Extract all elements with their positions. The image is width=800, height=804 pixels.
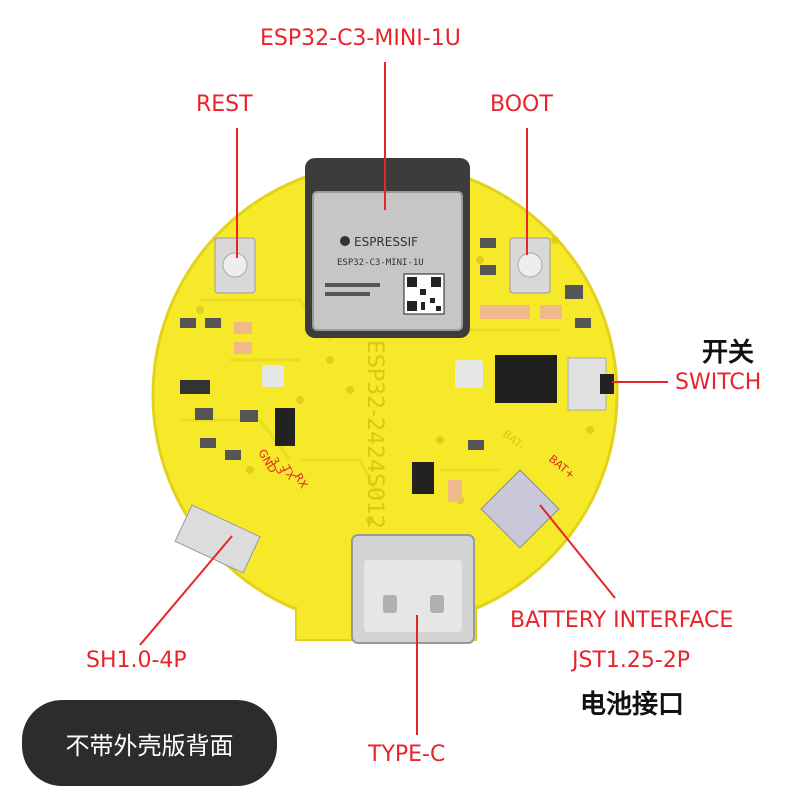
label-switch-en: SWITCH — [675, 370, 762, 395]
callout-battery-line — [539, 504, 616, 599]
boot-switch-cap — [517, 252, 543, 278]
label-battery-en: BATTERY INTERFACE — [510, 608, 734, 633]
usb-c-slot-left — [383, 595, 397, 613]
switch-body — [567, 357, 607, 411]
callout-lines — [139, 62, 668, 735]
module-name: ESP32-C3-MINI-1U — [337, 258, 424, 268]
label-typec: TYPE-C — [368, 742, 446, 767]
callout-sh-line — [139, 535, 233, 646]
esp32-module: ESPRESSIF ESP32-C3-MINI-1U — [305, 158, 470, 338]
slide-switch — [567, 357, 614, 411]
usb-c-slot-right — [430, 595, 444, 613]
label-battery-jst: JST1.25-2P — [572, 648, 691, 673]
label-module: ESP32-C3-MINI-1U — [260, 26, 461, 51]
usb-c-inner — [364, 560, 462, 632]
sh-connector — [174, 504, 261, 574]
boot-button-component — [509, 237, 551, 294]
pcb-vias — [196, 236, 594, 524]
rest-button-component — [214, 237, 256, 294]
sh-connector-body — [174, 504, 261, 574]
qr-code-pattern — [407, 277, 441, 311]
rest-switch-cap — [222, 252, 248, 278]
battery-connector-body — [480, 469, 560, 549]
ic-chip — [495, 355, 557, 403]
espressif-logo-icon — [340, 236, 350, 246]
module-fine-print — [325, 283, 380, 296]
switch-lever — [600, 374, 614, 394]
back-view-badge: 不带外壳版背面 — [22, 700, 277, 786]
smd-components — [180, 238, 591, 502]
label-sh: SH1.0-4P — [86, 648, 187, 673]
usb-c-connector — [351, 534, 475, 644]
label-switch-cn: 开关 — [702, 338, 755, 368]
silk-model-text: ESP32-2424S012 — [362, 340, 387, 529]
module-brand: ESPRESSIF — [354, 235, 418, 249]
sot-component — [275, 408, 295, 446]
label-boot: BOOT — [490, 92, 553, 117]
diode-component — [412, 462, 434, 494]
label-rest: REST — [196, 92, 253, 117]
label-battery-cn: 电池接口 — [580, 690, 685, 720]
